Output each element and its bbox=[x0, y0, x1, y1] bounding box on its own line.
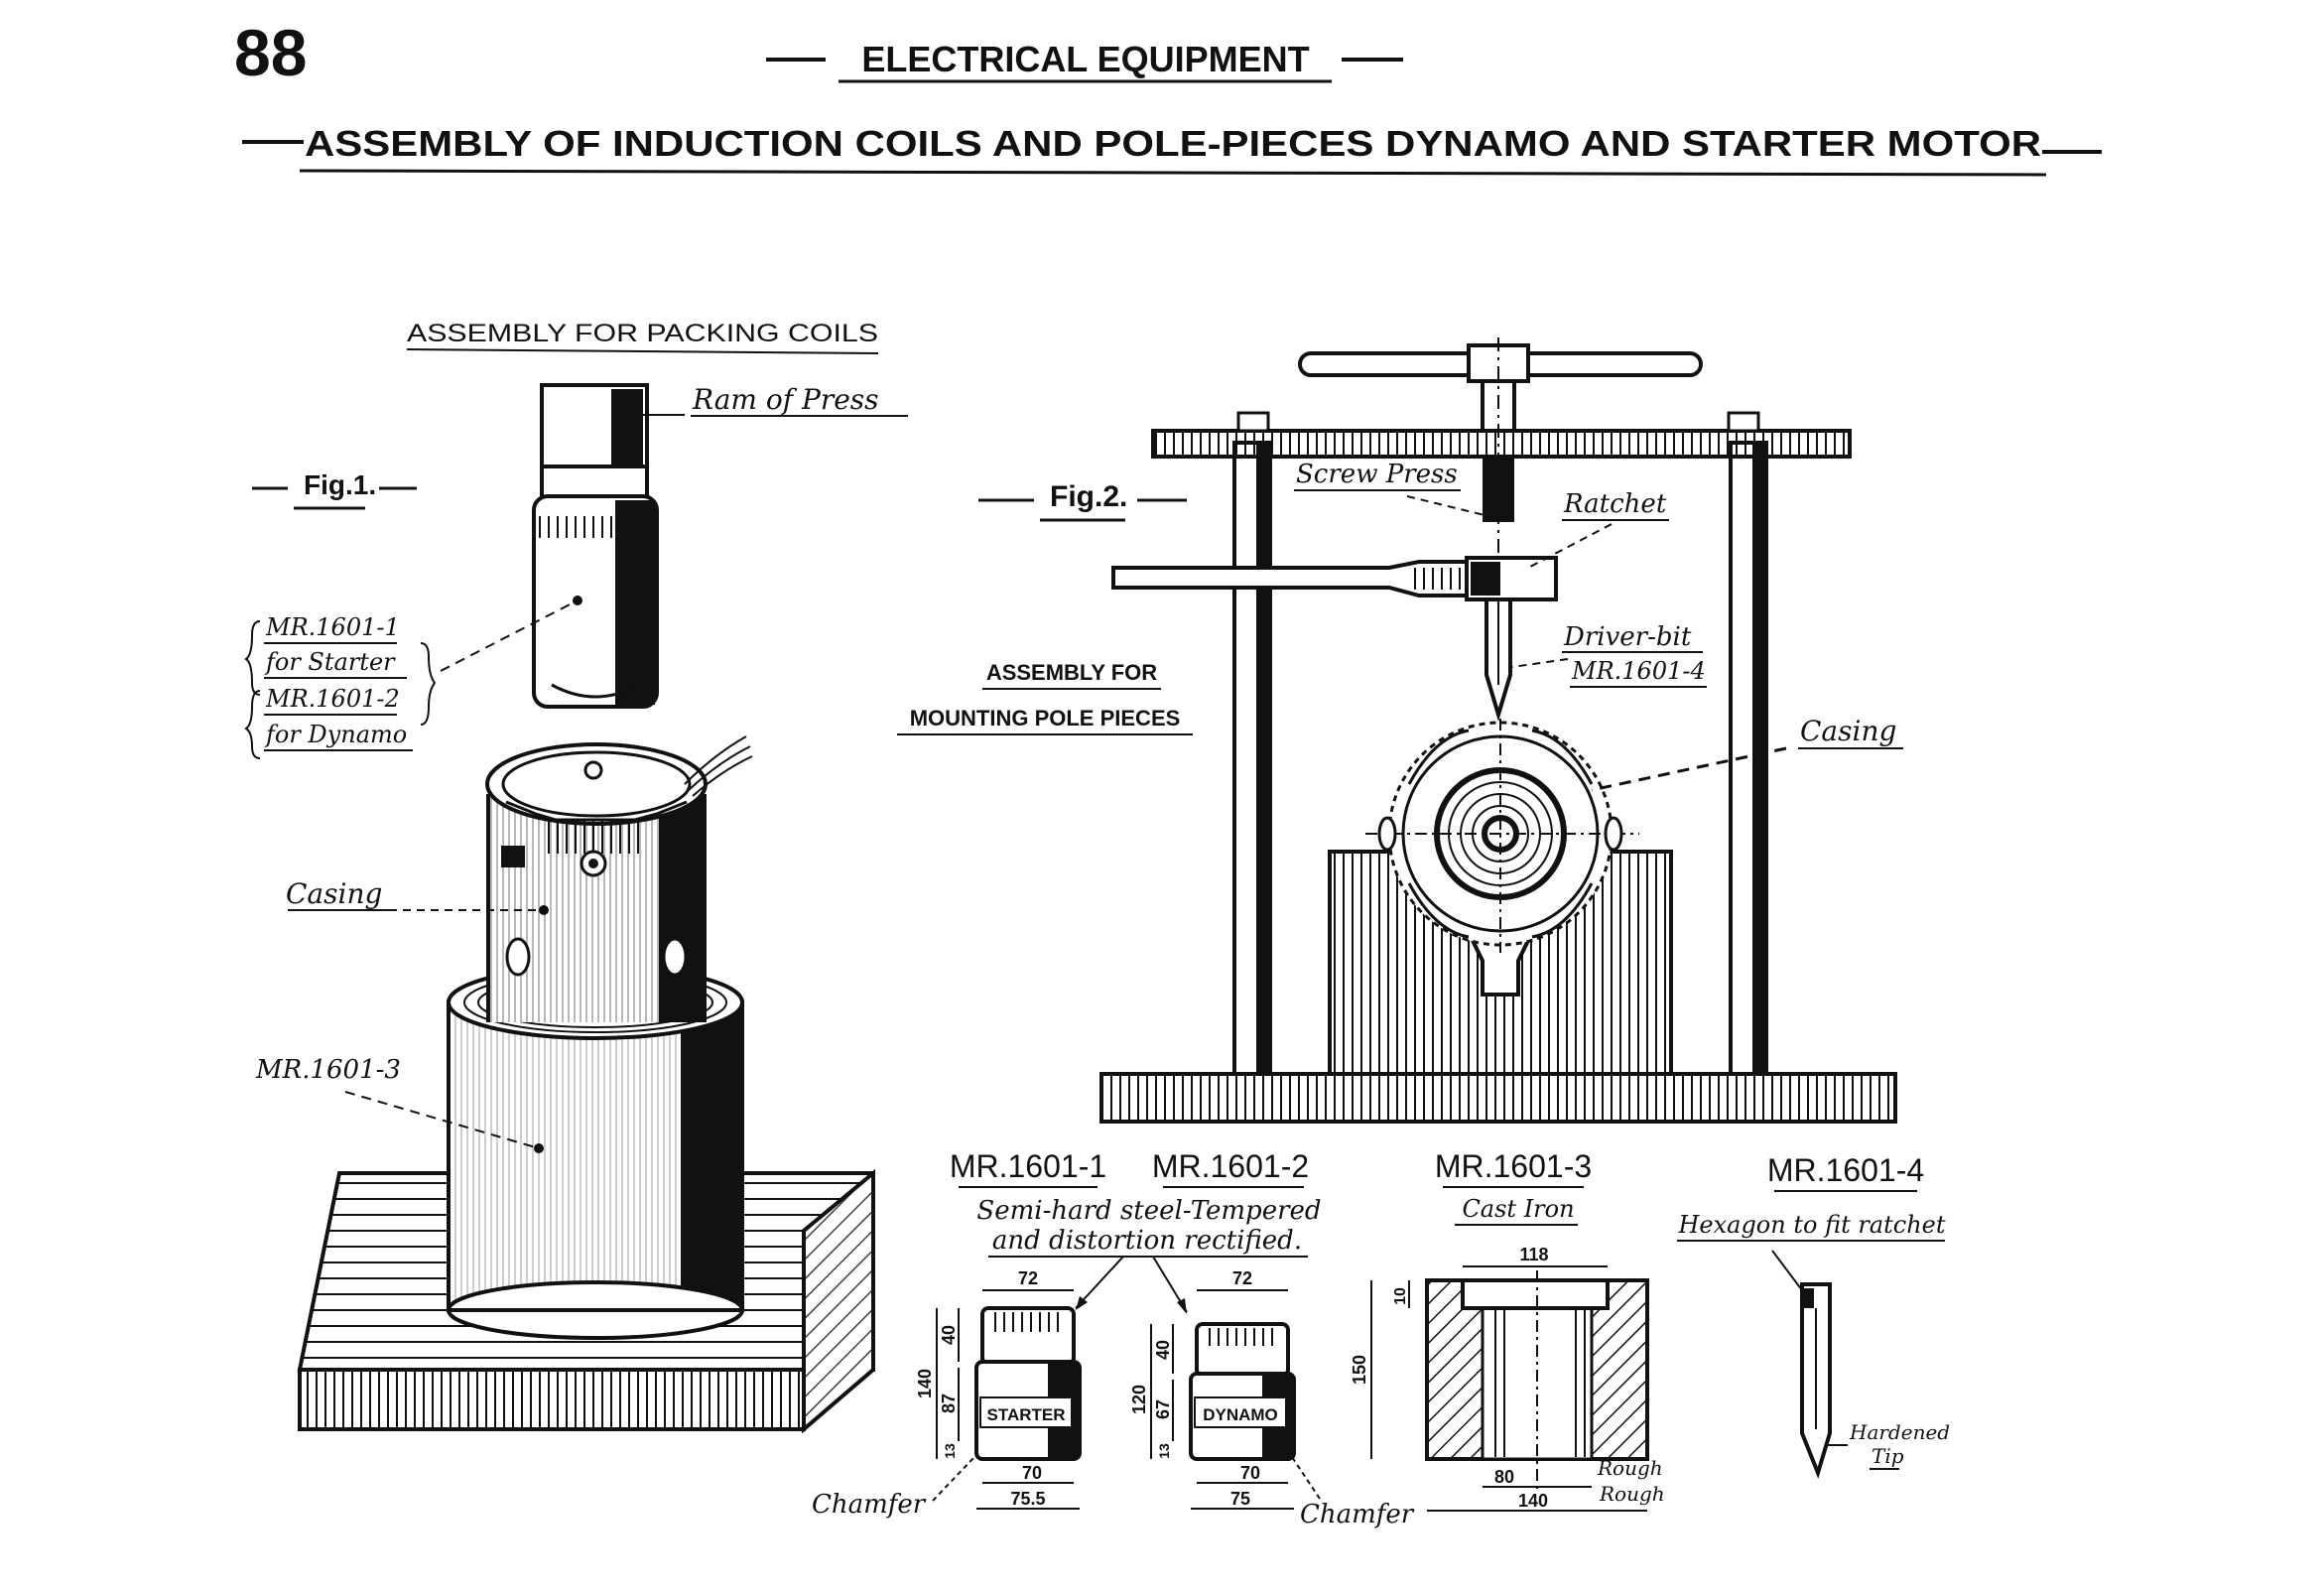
ratchet-lever bbox=[1111, 556, 1558, 601]
material-note-2: and distortion rectified. bbox=[992, 1226, 1302, 1256]
fig2-casing-label: Casing bbox=[1800, 715, 1896, 747]
page-title: ASSEMBLY OF INDUCTION COILS AND POLE-PIE… bbox=[305, 123, 2041, 164]
p2-chamfer: Chamfer bbox=[1300, 1500, 1415, 1529]
parts-details: MR.1601-1 MR.1601-2 MR.1601-3 MR.1601-4 … bbox=[812, 1148, 1950, 1529]
fig2-caption-1: ASSEMBLY FOR bbox=[986, 660, 1157, 685]
p3-material: Cast Iron bbox=[1462, 1195, 1574, 1223]
fig1-label: Fig.1. bbox=[304, 469, 376, 500]
part-mr1601-1: STARTER 72 40 140 87 13 70 75.5 Chamfer bbox=[812, 1268, 1082, 1520]
fig1-part-b-use: for Dynamo bbox=[264, 721, 407, 748]
fig1-casing-label: Casing bbox=[286, 877, 382, 910]
p2-dim-body: 67 bbox=[1153, 1399, 1173, 1419]
p2-dim-overall: 120 bbox=[1129, 1385, 1149, 1414]
p1-chamfer: Chamfer bbox=[812, 1490, 927, 1520]
press-crossbar bbox=[1151, 429, 1852, 459]
p2-dim-outside: 75 bbox=[1230, 1489, 1250, 1509]
fig1-part-a-number: MR.1601-1 bbox=[265, 613, 400, 641]
fig2-label: Fig.2. bbox=[1050, 480, 1127, 513]
p3-dim-top: 118 bbox=[1519, 1245, 1548, 1264]
p3-dim-bore: 80 bbox=[1494, 1467, 1514, 1487]
material-note-1: Semi-hard steel-Tempered bbox=[976, 1196, 1321, 1226]
p1-dim-top: 72 bbox=[1018, 1268, 1038, 1288]
screw-t-handle bbox=[1298, 337, 1703, 715]
page-header: 88 ELECTRICAL EQUIPMENT ASSEMBLY OF INDU… bbox=[234, 16, 2102, 177]
p2-dim-top: 72 bbox=[1232, 1268, 1252, 1288]
p4-tip-2: Tip bbox=[1872, 1444, 1904, 1468]
p2-dim-bore: 70 bbox=[1240, 1463, 1260, 1483]
ram-label: Ram of Press bbox=[692, 383, 879, 416]
fig1-caption: ASSEMBLY FOR PACKING COILS bbox=[407, 320, 878, 347]
press-base bbox=[1099, 1072, 1897, 1124]
p4-number: MR.1601-4 bbox=[1767, 1152, 1924, 1188]
part-mr1601-4: Hardened Tip bbox=[1771, 1250, 1950, 1480]
figure-2-screw-press: Fig.2. ASSEMBLY FOR MOUNTING POLE PIECES bbox=[897, 337, 1903, 1124]
p1-dim-body: 87 bbox=[939, 1394, 959, 1413]
running-header: ELECTRICAL EQUIPMENT bbox=[861, 39, 1309, 79]
p4-note: Hexagon to fit ratchet bbox=[1677, 1211, 1945, 1239]
holder-mr1601-3 bbox=[447, 965, 744, 1340]
figure-1-packing-assembly: ASSEMBLY FOR PACKING COILS Fig.1. Ram of… bbox=[244, 320, 908, 1434]
fig2-caption-2: MOUNTING POLE PIECES bbox=[910, 706, 1181, 731]
p4-tip-1: Hardened bbox=[1849, 1420, 1950, 1444]
p1-number: MR.1601-1 bbox=[950, 1148, 1106, 1184]
fig1-part-a-use: for Starter bbox=[264, 648, 396, 676]
p2-number: MR.1601-2 bbox=[1152, 1148, 1309, 1184]
p1-dim-lip: 13 bbox=[942, 1443, 958, 1459]
part-mr1601-2: DYNAMO 72 40 120 67 13 70 75 Chamfer bbox=[1129, 1268, 1415, 1529]
screw-press-label: Screw Press bbox=[1296, 460, 1458, 489]
casing-fig1 bbox=[485, 735, 753, 1022]
part-mr1601-3: 118 10 150 80 140 Rough Rough bbox=[1350, 1245, 1665, 1512]
p3-dim-height: 150 bbox=[1350, 1355, 1369, 1385]
fig1-base-label: MR.1601-3 bbox=[255, 1055, 401, 1085]
p1-dim-bore: 70 bbox=[1022, 1463, 1042, 1483]
driver-bit-number: MR.1601-4 bbox=[1571, 657, 1706, 685]
p1-dim-overall: 140 bbox=[915, 1369, 935, 1398]
ratchet-label: Ratchet bbox=[1563, 489, 1667, 519]
p3-rough-1: Rough bbox=[1597, 1456, 1663, 1480]
fig1-part-b-number: MR.1601-2 bbox=[265, 685, 400, 713]
p2-marking: DYNAMO bbox=[1203, 1405, 1278, 1424]
p3-dim-step: 10 bbox=[1392, 1287, 1409, 1305]
p1-dim-top-h: 40 bbox=[939, 1325, 959, 1345]
punch-callouts: MR.1601-1 for Starter MR.1601-2 for Dyna… bbox=[244, 600, 577, 759]
p2-dim-top-h: 40 bbox=[1153, 1340, 1173, 1360]
driver-bit-label: Driver-bit bbox=[1563, 622, 1692, 652]
p3-rough-2: Rough bbox=[1599, 1482, 1665, 1506]
p1-dim-outside: 75.5 bbox=[1010, 1489, 1045, 1509]
p3-number: MR.1601-3 bbox=[1435, 1148, 1592, 1184]
p3-dim-outside: 140 bbox=[1518, 1491, 1548, 1511]
p1-marking: STARTER bbox=[986, 1405, 1065, 1424]
page-number: 88 bbox=[234, 16, 307, 89]
p2-dim-lip: 13 bbox=[1156, 1443, 1172, 1459]
casing-fig2 bbox=[1365, 719, 1639, 953]
press-ram bbox=[532, 383, 659, 709]
